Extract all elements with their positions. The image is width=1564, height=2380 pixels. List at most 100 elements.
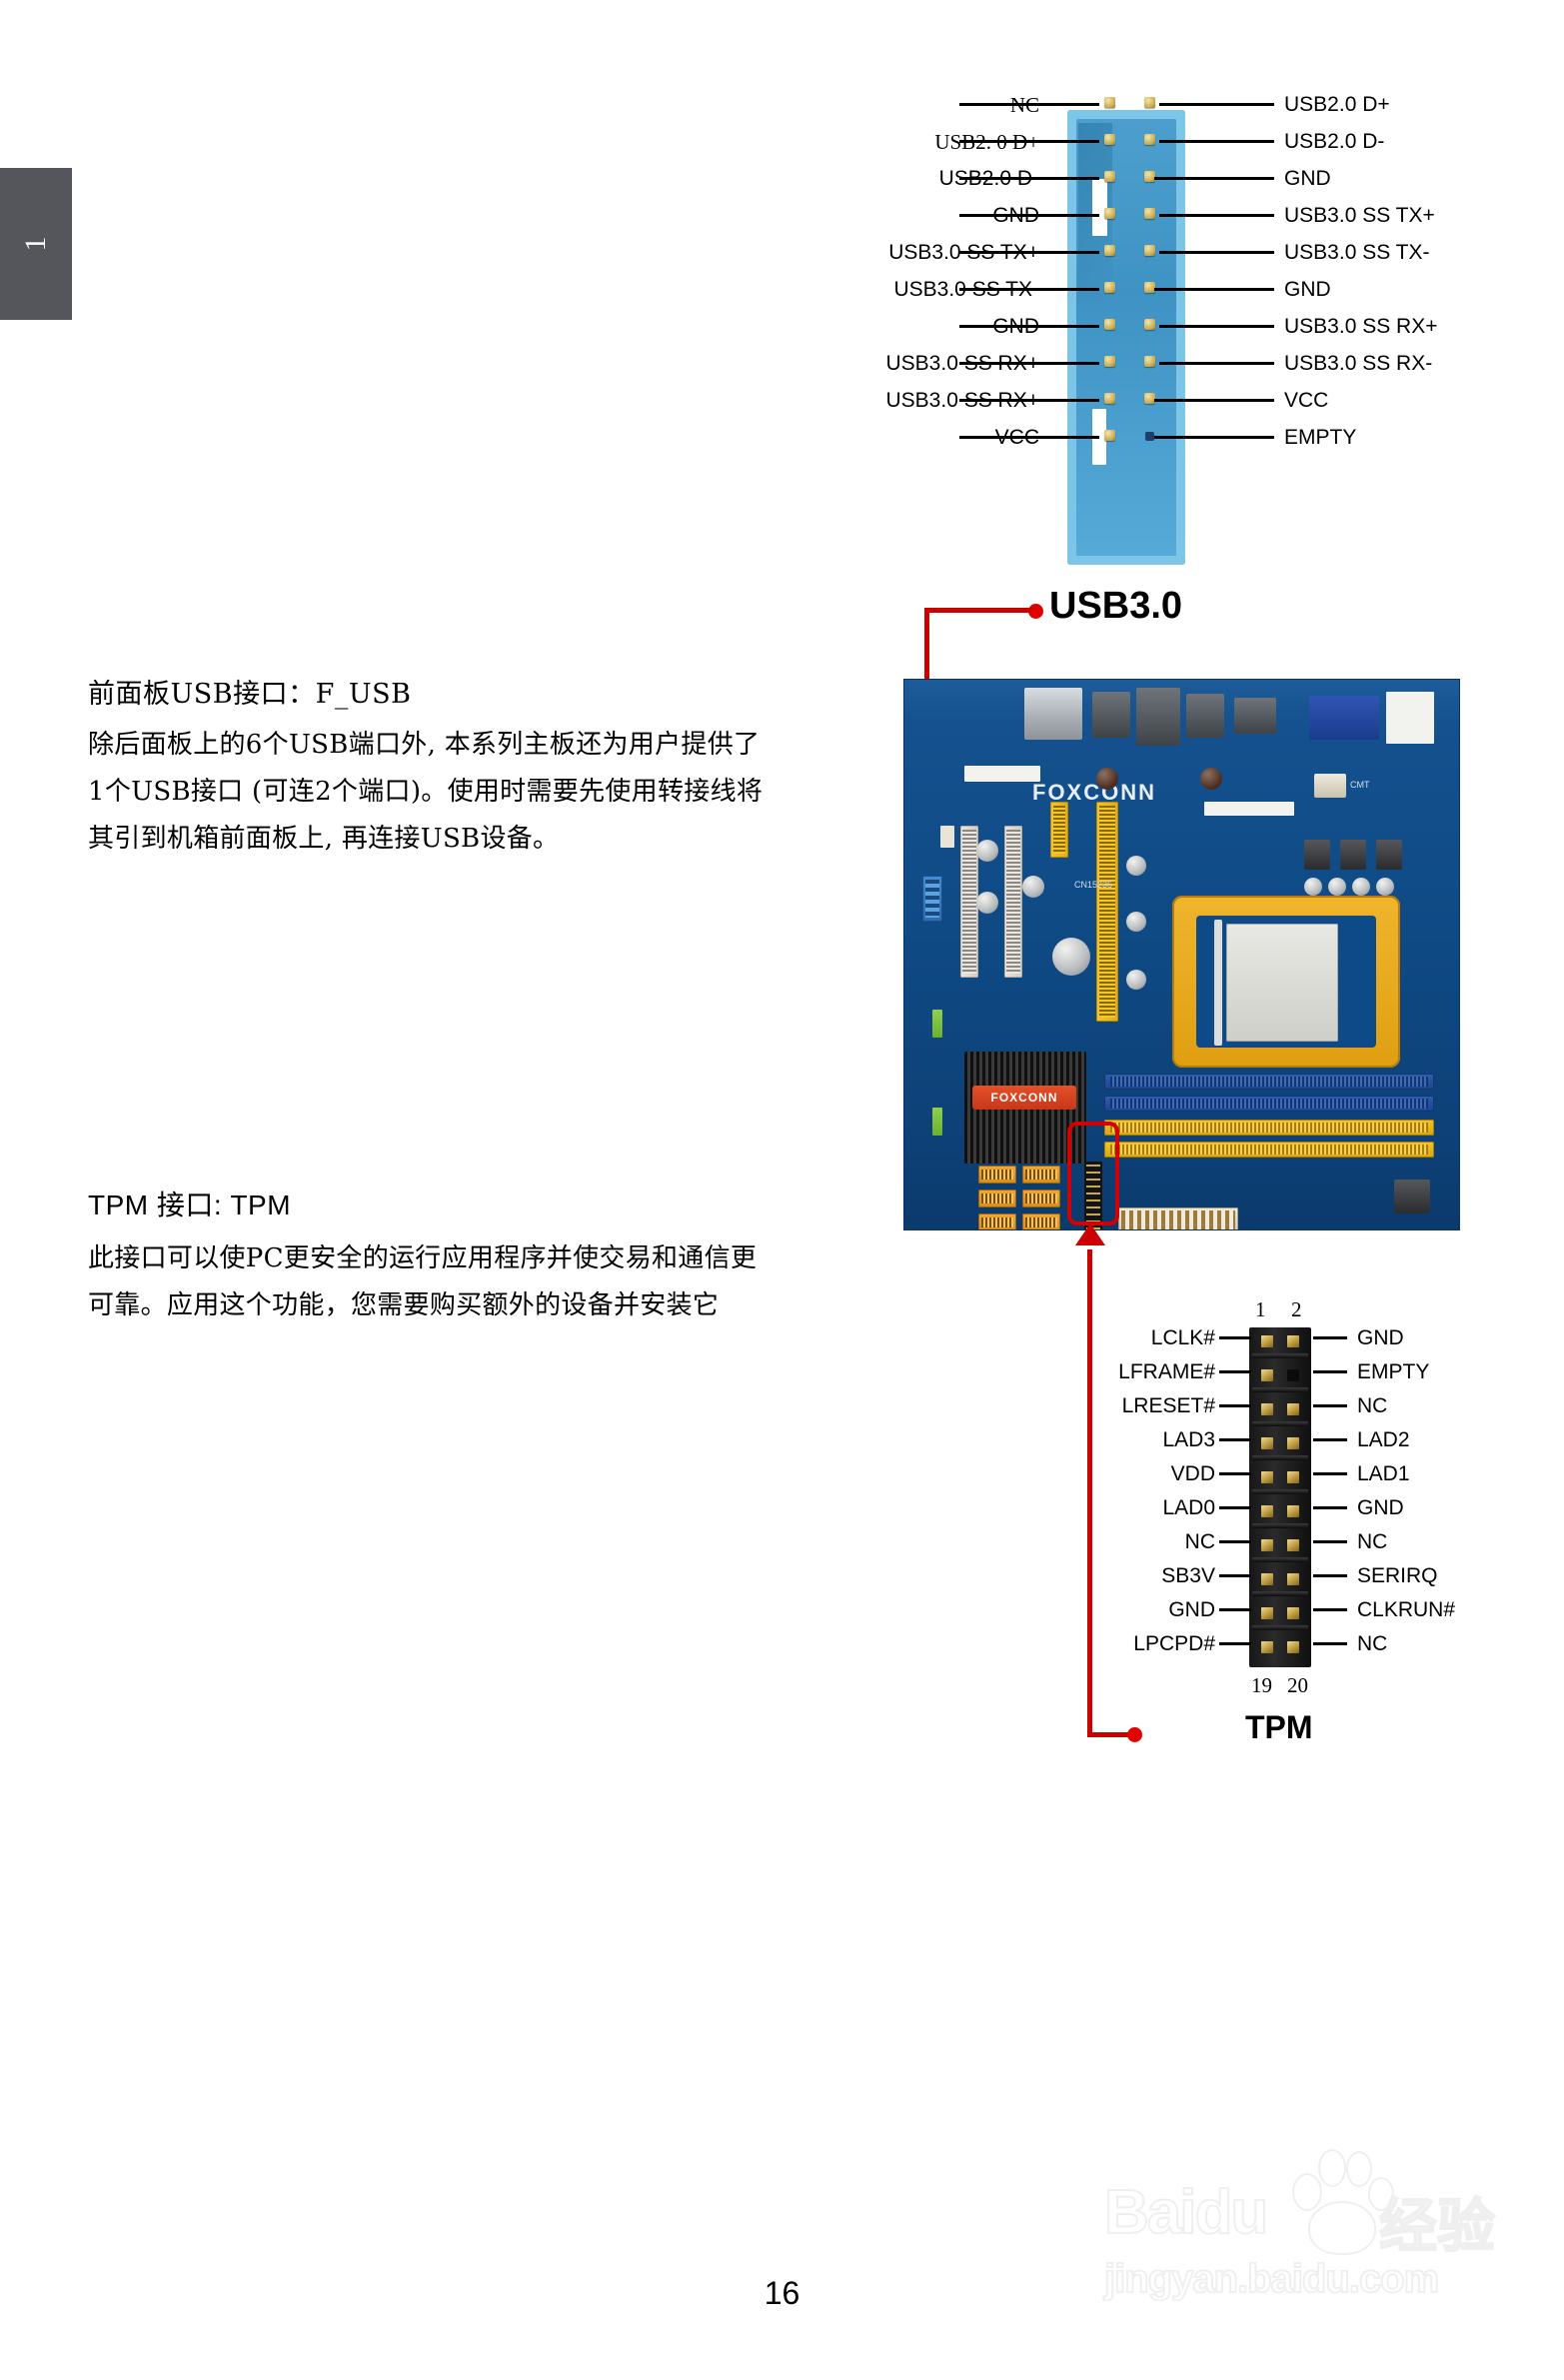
tpm-right-lead-8 <box>1313 1574 1347 1577</box>
usb30-pin-left-3 <box>1104 171 1115 182</box>
usb30-right-label-10: EMPTY <box>1284 426 1357 449</box>
tpm-ridge-3 <box>1252 1421 1308 1426</box>
slot-silkscreen: CN15235 <box>1074 880 1113 890</box>
capacitor-dark-1 <box>1200 768 1222 790</box>
tpm-left-label-8: SB3V <box>1161 1564 1215 1587</box>
tpm-left-lead-3 <box>1219 1404 1251 1407</box>
tpm-right-lead-9 <box>1313 1608 1347 1611</box>
sata-port-2 <box>1022 1166 1060 1184</box>
tpm-pin-left-6 <box>1261 1505 1273 1517</box>
baidu-watermark: Baidu 经验 jingyan.baidu.com <box>1094 2129 1514 2349</box>
tpm-left-lead-7 <box>1219 1540 1251 1543</box>
usb30-pin-right-10-empty <box>1145 432 1154 441</box>
tpm-pin-right-6 <box>1287 1505 1299 1517</box>
tpm-ridge-1 <box>1252 1353 1308 1358</box>
tpm-left-label-10: LPCPD# <box>1133 1632 1215 1655</box>
vrm-cap-1 <box>1304 878 1322 896</box>
tpm-left-label-5: VDD <box>1170 1462 1215 1485</box>
tpm-callout-horizontal <box>1087 1732 1135 1737</box>
vrm-mosfet-3 <box>1376 840 1402 870</box>
usb30-right-lead-7 <box>1159 325 1274 328</box>
usb30-pin-left-4 <box>1104 208 1115 219</box>
usb30-left-lead-8 <box>959 362 1099 365</box>
usb-section-heading: 前面板USB接口：F_USB <box>88 679 412 710</box>
chapter-tab: 1 <box>0 168 72 320</box>
foxconn-badge: FOXCONN <box>972 1086 1076 1110</box>
tpm-right-lead-6 <box>1313 1506 1347 1509</box>
tpm-left-label-3: LRESET# <box>1121 1394 1215 1417</box>
usb30-pin-left-8 <box>1104 356 1115 367</box>
tpm-pin-right-8 <box>1287 1573 1299 1585</box>
pci-slot-1 <box>960 826 978 978</box>
tpm-ridge-4 <box>1252 1455 1308 1460</box>
tpm-pinout-diagram: 1 2 <box>1079 1289 1479 1759</box>
tpm-header-on-board <box>1084 1162 1102 1229</box>
vrm-cap-4 <box>1376 878 1394 896</box>
capacitor-4 <box>1126 856 1146 876</box>
tpm-pin-right-2-empty <box>1287 1369 1299 1381</box>
tpm-right-label-9: CLKRUN# <box>1357 1598 1456 1621</box>
usb30-pin-right-3 <box>1144 171 1155 182</box>
usb30-left-lead-1 <box>959 103 1099 106</box>
tpm-pin-left-10 <box>1261 1641 1273 1653</box>
usb30-pin-left-2 <box>1104 134 1115 145</box>
tpm-pin-left-4 <box>1261 1437 1273 1449</box>
usb30-right-lead-6 <box>1154 288 1274 291</box>
usb30-pinout-diagram: NC USB2. 0 D+ USB2.0 D- GND USB3.0 SS TX… <box>760 93 1479 585</box>
tpm-left-lead-5 <box>1219 1472 1251 1475</box>
front-usb30-header <box>922 876 942 922</box>
tpm-pin-left-7 <box>1261 1539 1273 1551</box>
tpm-right-lead-3 <box>1313 1404 1347 1407</box>
barcode-label <box>964 766 1040 782</box>
tpm-callout-dot <box>1127 1727 1142 1742</box>
tpm-ridge-8 <box>1252 1591 1308 1596</box>
tpm-left-lead-4 <box>1219 1438 1251 1441</box>
tpm-pin-left-1 <box>1261 1335 1273 1347</box>
pcie-x16-slot <box>1096 802 1118 1022</box>
tpm-right-lead-1 <box>1313 1336 1347 1339</box>
tpm-section-body: 此接口可以使PC更安全的运行应用程序并使交易和通信更 可靠。应用这个功能，您需要… <box>88 1235 757 1329</box>
usb30-right-label-5: USB3.0 SS TX- <box>1284 241 1430 264</box>
tpm-right-label-7: NC <box>1357 1530 1388 1553</box>
tpm-right-label-5: LAD1 <box>1357 1462 1410 1485</box>
tpm-pin-right-7 <box>1287 1539 1299 1551</box>
tpm-left-lead-8 <box>1219 1574 1251 1577</box>
usb30-right-lead-8 <box>1159 362 1274 365</box>
tpm-right-lead-5 <box>1313 1472 1347 1475</box>
tpm-callout-title: TPM <box>1245 1709 1313 1745</box>
usb30-pin-left-9 <box>1104 393 1115 404</box>
usb30-left-lead-4 <box>959 214 1099 217</box>
tpm-right-lead-4 <box>1313 1438 1347 1441</box>
usb30-right-label-3: GND <box>1284 167 1331 190</box>
ps2-port <box>1024 688 1082 740</box>
usb30-pin-left-7 <box>1104 319 1115 330</box>
motherboard-photo: FOXCONN CMT CN15235 <box>904 680 1459 1229</box>
tpm-right-label-6: GND <box>1357 1496 1404 1519</box>
tpm-callout-arrowhead <box>1075 1223 1105 1245</box>
usb30-right-label-9: VCC <box>1284 389 1329 412</box>
tpm-right-label-10: NC <box>1357 1632 1388 1655</box>
usb30-pin-left-10 <box>1104 430 1115 441</box>
tpm-section-heading: TPM 接口: TPM <box>88 1190 292 1220</box>
cmt-silkscreen: CMT <box>1350 780 1370 790</box>
tpm-left-label-2: LFRAME# <box>1118 1360 1215 1383</box>
usb30-right-lead-3 <box>1154 177 1274 180</box>
vrm-cap-3 <box>1352 878 1370 896</box>
usb30-right-label-6: GND <box>1284 278 1331 301</box>
tpm-ridge-5 <box>1252 1489 1308 1494</box>
usb30-pin-left-5 <box>1104 245 1115 256</box>
capacitor-2 <box>976 892 998 914</box>
tpm-left-label-9: GND <box>1168 1598 1215 1621</box>
usb30-connector-inner <box>1076 119 1176 556</box>
dimm-slot-4 <box>1104 1142 1434 1158</box>
sata-port-5 <box>978 1213 1016 1229</box>
tpm-pin-right-5 <box>1287 1471 1299 1483</box>
pcie-x1-slot <box>1050 802 1068 858</box>
tpm-pin-right-10 <box>1287 1641 1299 1653</box>
usb30-left-lead-7 <box>959 325 1099 328</box>
usb30-pin-right-4 <box>1144 208 1155 219</box>
vrm-mosfet-1 <box>1304 840 1330 870</box>
usb-port-pair-1 <box>1092 692 1130 738</box>
tpm-left-label-4: LAD3 <box>1162 1428 1215 1451</box>
